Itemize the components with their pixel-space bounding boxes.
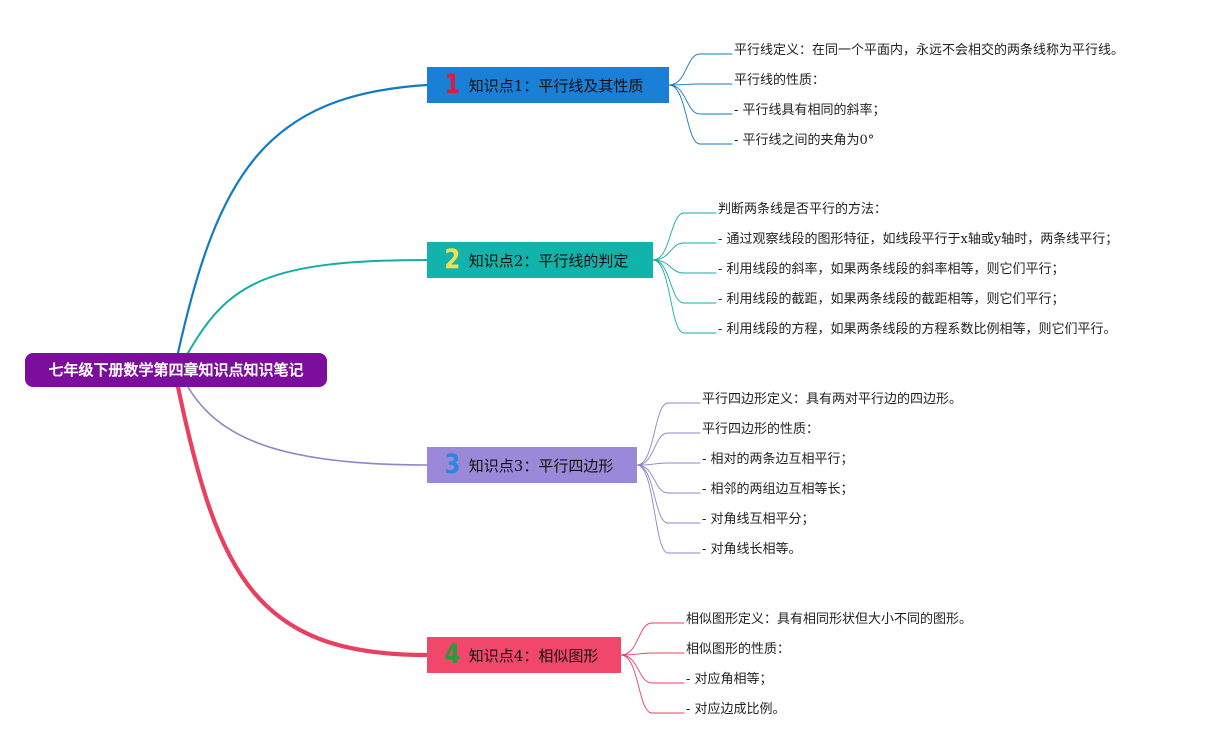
leaf-connector-3-5 (636, 464, 701, 524)
topic-node-2[interactable]: 2 知识点2：平行线的判定 (427, 242, 653, 278)
leaf-connector-4-2 (620, 652, 685, 656)
topic-4-item-2[interactable]: 相似图形的性质： (686, 642, 791, 657)
leaf-connector-1-3 (668, 84, 733, 115)
leaf-connector-3-1 (636, 402, 701, 466)
topic-3-item-4[interactable]: - 相邻的两组边互相等长； (702, 482, 854, 497)
topic-label-2: 知识点2：平行线的判定 (468, 251, 629, 270)
topic-4-item-3[interactable]: - 对应角相等； (686, 672, 773, 687)
topic-3-item-6[interactable]: - 对角线长相等。 (702, 542, 802, 557)
leaf-connector-1-1 (668, 53, 733, 86)
topic-1-item-1[interactable]: 平行线定义：在同一个平面内，永远不会相交的两条线称为平行线。 (734, 43, 1125, 58)
topic-label-1: 知识点1：平行线及其性质 (468, 76, 644, 95)
topic-3-item-3[interactable]: - 相对的两条边互相平行； (702, 452, 854, 467)
topic-number-1: 1 (444, 69, 461, 100)
topic-2-item-4[interactable]: - 利用线段的截距，如果两条线段的截距相等，则它们平行； (718, 292, 1065, 307)
leaf-connector-3-2 (636, 432, 701, 466)
leaf-connector-4-3 (620, 654, 685, 684)
topic-3-item-5[interactable]: - 对角线互相平分； (702, 512, 815, 527)
leaf-connector-2-4 (652, 259, 717, 304)
leaf-connector-4-4 (620, 654, 685, 714)
topic-2-item-2[interactable]: - 通过观察线段的图形特征，如线段平行于x轴或y轴时，两条线平行； (718, 232, 1119, 247)
topic-1-item-4[interactable]: - 平行线之间的夹角为0° (734, 133, 875, 148)
topic-1-item-2[interactable]: 平行线的性质： (734, 73, 826, 88)
leaf-connector-2-1 (652, 212, 717, 261)
leaf-connector-2-5 (652, 259, 717, 334)
leaf-connector-2-2 (652, 242, 717, 261)
leaf-connector-2-3 (652, 259, 717, 274)
topic-4-item-1[interactable]: 相似图形定义：具有相同形状但大小不同的图形。 (686, 612, 973, 627)
leaf-connector-1-2 (668, 83, 733, 86)
leaf-connector-4-1 (620, 622, 685, 656)
topic-2-item-1[interactable]: 判断两条线是否平行的方法： (718, 202, 888, 217)
topic-3-item-1[interactable]: 平行四边形定义：具有两对平行边的四边形。 (702, 392, 963, 407)
branch-line-2 (187, 259, 428, 354)
branch-line-4 (175, 384, 430, 658)
topic-label-3: 知识点3：平行四边形 (468, 456, 614, 475)
topic-node-4[interactable]: 4 知识点4：相似图形 (427, 637, 621, 673)
topic-number-2: 2 (444, 244, 461, 275)
topic-number-3: 3 (444, 449, 461, 480)
leaf-connector-3-6 (636, 464, 701, 554)
leaf-connector-3-4 (636, 464, 701, 494)
topic-1-item-3[interactable]: - 平行线具有相同的斜率； (734, 103, 886, 118)
topic-2-item-3[interactable]: - 利用线段的斜率，如果两条线段的斜率相等，则它们平行； (718, 262, 1065, 277)
topic-node-1[interactable]: 1 知识点1：平行线及其性质 (427, 67, 669, 103)
topic-label-4: 知识点4：相似图形 (468, 646, 599, 665)
central-topic[interactable]: 七年级下册数学第四章知识点知识笔记 (25, 353, 327, 387)
topic-node-3[interactable]: 3 知识点3：平行四边形 (427, 447, 637, 483)
topic-4-item-4[interactable]: - 对应边成比例。 (686, 702, 786, 717)
leaf-connector-1-4 (668, 84, 733, 145)
topic-2-item-5[interactable]: - 利用线段的方程，如果两条线段的方程系数比例相等，则它们平行。 (718, 322, 1117, 337)
topic-3-item-2[interactable]: 平行四边形的性质： (702, 422, 820, 437)
branch-line-3 (187, 386, 428, 466)
branch-line-1 (176, 83, 429, 355)
leaf-connector-3-3 (636, 462, 701, 466)
topic-number-4: 4 (444, 639, 461, 670)
